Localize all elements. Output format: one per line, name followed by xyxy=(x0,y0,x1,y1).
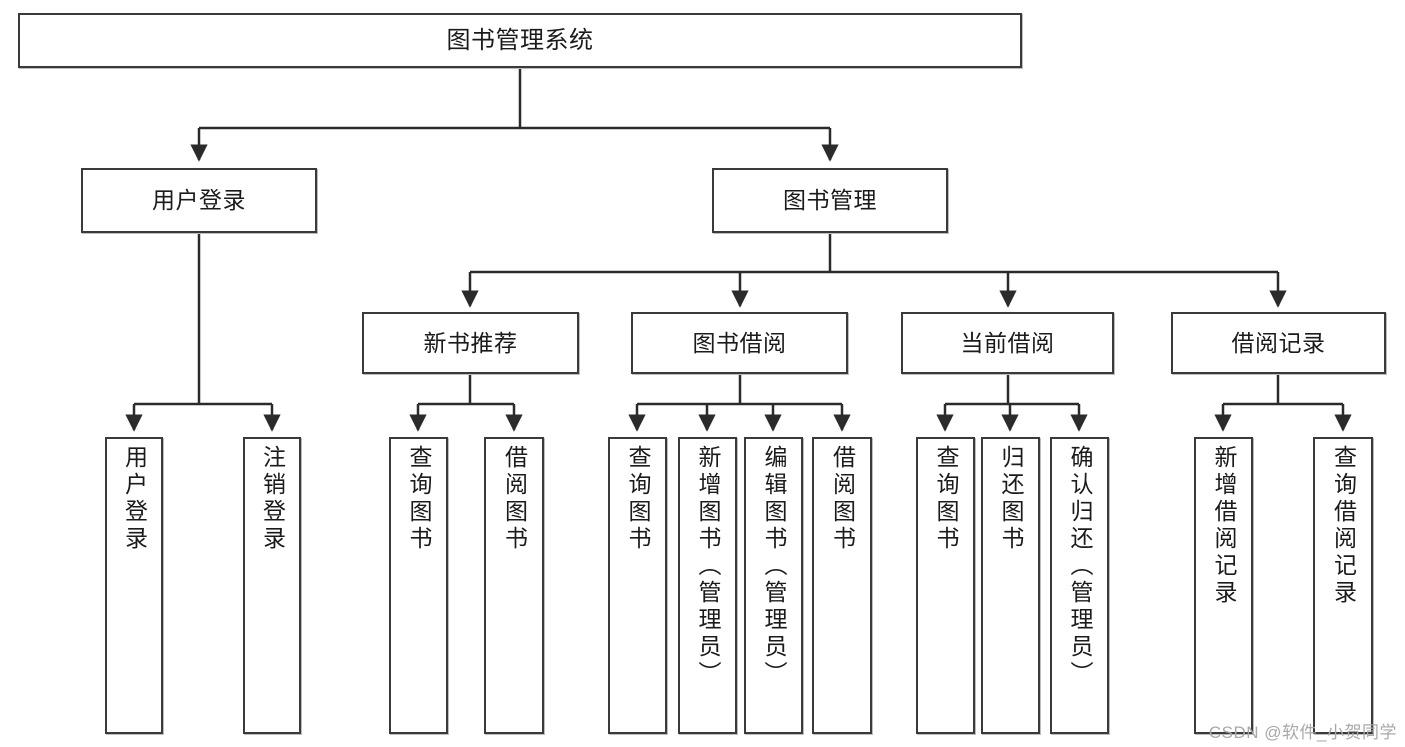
node-borrow-record[interactable]: 借阅记录 xyxy=(1171,312,1386,374)
node-label: 查询图书 xyxy=(406,445,432,553)
node-label: 确认归还（管理员） xyxy=(1067,445,1093,688)
node-label: 新增图书（管理员） xyxy=(695,445,721,688)
leaf-borrow-borrow-book[interactable]: 借阅图书 xyxy=(812,437,872,734)
node-label: 当前借阅 xyxy=(960,329,1055,356)
node-label: 用户登录 xyxy=(121,445,148,553)
node-label: 图书管理 xyxy=(783,187,877,214)
leaf-record-query-record[interactable]: 查询借阅记录 xyxy=(1313,437,1373,734)
node-label: 查询图书 xyxy=(933,445,959,553)
leaf-current-confirm-return-admin[interactable]: 确认归还（管理员） xyxy=(1050,437,1109,734)
leaf-borrow-add-book-admin[interactable]: 新增图书（管理员） xyxy=(678,437,737,734)
node-book-borrow[interactable]: 图书借阅 xyxy=(631,312,848,374)
leaf-current-query-book[interactable]: 查询图书 xyxy=(916,437,975,734)
node-label: 归还图书 xyxy=(998,445,1024,553)
node-label: 新书推荐 xyxy=(423,329,518,356)
node-label: 编辑图书（管理员） xyxy=(761,445,787,688)
node-book-management[interactable]: 图书管理 xyxy=(712,168,948,233)
node-label: 查询图书 xyxy=(625,445,651,553)
node-label: 借阅图书 xyxy=(501,445,528,553)
node-current-borrow[interactable]: 当前借阅 xyxy=(901,312,1114,374)
leaf-new-book-query-book[interactable]: 查询图书 xyxy=(389,437,448,734)
node-label: 查询借阅记录 xyxy=(1330,445,1357,607)
watermark: CSDN @软件_小贺同学 xyxy=(1208,723,1397,742)
node-user-login[interactable]: 用户登录 xyxy=(81,168,317,233)
leaf-borrow-edit-book-admin[interactable]: 编辑图书（管理员） xyxy=(744,437,803,734)
node-label: 用户登录 xyxy=(152,187,246,214)
leaf-new-book-borrow-book[interactable]: 借阅图书 xyxy=(484,437,544,734)
node-label: 借阅图书 xyxy=(829,445,856,553)
node-label: 借阅记录 xyxy=(1231,329,1326,356)
node-label: 图书管理系统 xyxy=(446,26,594,54)
node-label: 新增借阅记录 xyxy=(1211,445,1237,607)
node-root-book-management-system[interactable]: 图书管理系统 xyxy=(18,13,1022,68)
leaf-user-login-login[interactable]: 用户登录 xyxy=(105,437,163,734)
leaf-record-add-record[interactable]: 新增借阅记录 xyxy=(1194,437,1253,734)
node-new-book-recommend[interactable]: 新书推荐 xyxy=(362,312,579,374)
leaf-borrow-query-book[interactable]: 查询图书 xyxy=(608,437,667,734)
leaf-user-login-logout[interactable]: 注销登录 xyxy=(243,437,301,734)
leaf-current-return-book[interactable]: 归还图书 xyxy=(981,437,1040,734)
node-label: 注销登录 xyxy=(259,445,286,553)
node-label: 图书借阅 xyxy=(692,329,787,356)
